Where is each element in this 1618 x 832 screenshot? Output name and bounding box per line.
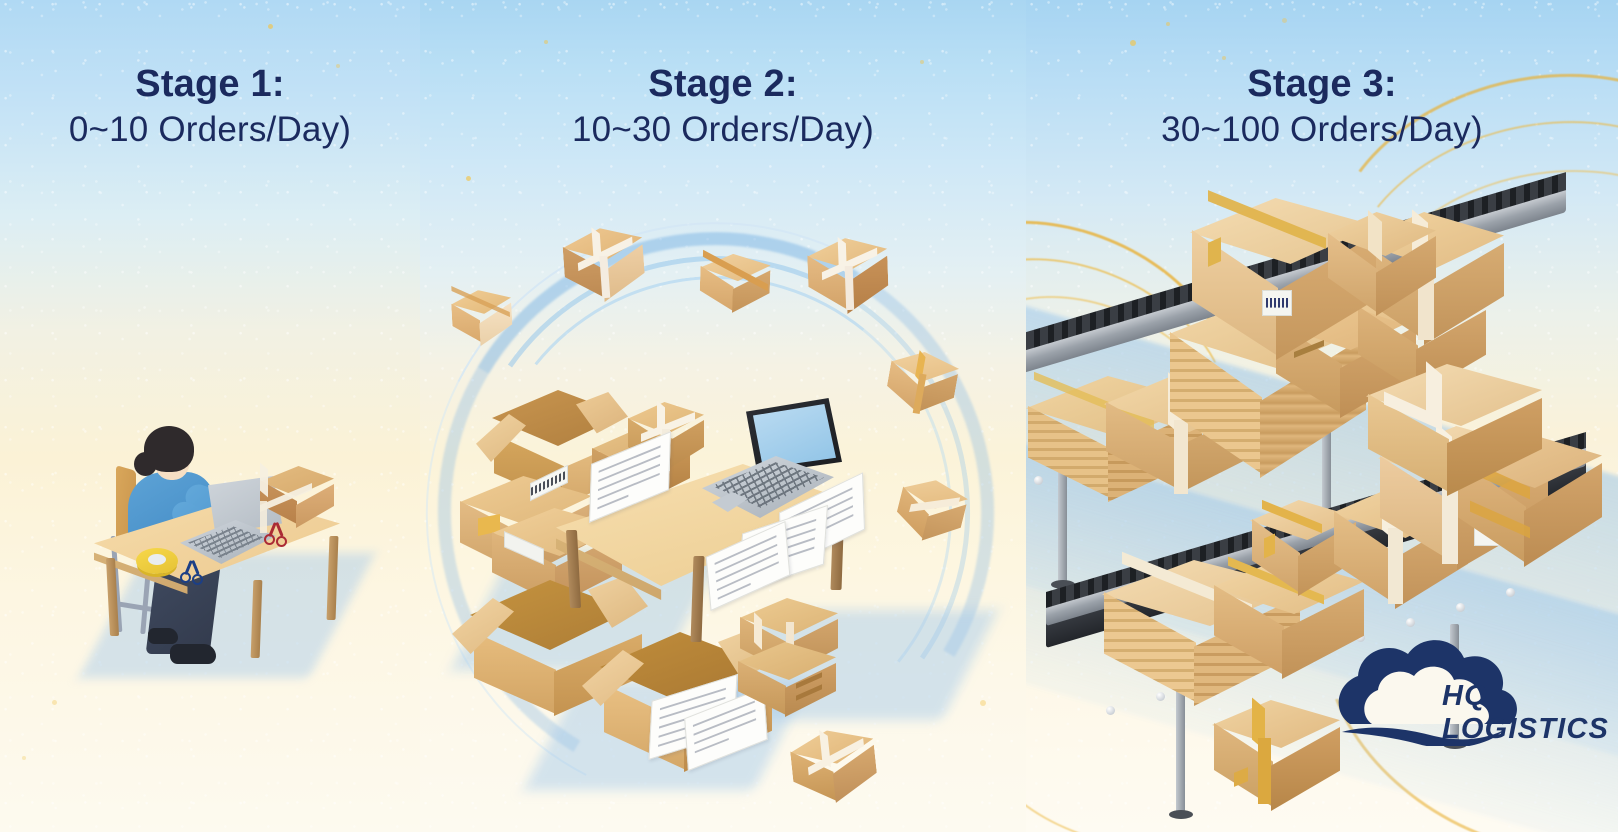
stage-1-illustration [78,408,376,688]
cloud-with-parcel-mark-icon [1338,640,1517,746]
conveyor-leg [1058,470,1067,582]
hero-carton [1190,190,1376,366]
stage-1-title: Stage 1: [135,63,285,105]
conveyor-leg [1322,406,1331,516]
stacked-carton [738,642,836,718]
floating-parcel [699,249,771,313]
stage-3-subtitle: 30~100 Orders/Day) [1161,110,1483,150]
red-scissors-icon [264,522,290,548]
rail-stud [1106,706,1115,715]
stage-3-title-block: Stage 3: 30~100 Orders/Day) [1026,62,1618,151]
floating-parcel [451,286,514,347]
panel-stage-1: Stage 1: 0~10 Orders/Day) [0,0,420,832]
rail-stud [1156,692,1165,701]
rail-stud [1406,618,1415,627]
rail-stud [1034,476,1043,485]
laptop-screen [753,404,836,468]
desk-parcel-box [260,462,334,533]
tape-roll-core [148,554,166,565]
panel-stage-3: Stage 3: 30~100 Orders/Day) [1026,0,1618,832]
hero-carton [1326,210,1436,316]
stage-1-title-block: Stage 1: 0~10 Orders/Day) [0,62,420,151]
floating-parcel [807,237,890,316]
stage-2-illustration [440,380,1000,810]
logo-text: HQ LOGISTICS [1442,680,1610,745]
stage-1-subtitle: 0~10 Orders/Day) [68,110,352,150]
stage-2-title-block: Stage 2: 10~30 Orders/Day) [420,62,1026,151]
stage-3-title: Stage 3: [1247,63,1397,105]
rail-stud [1456,603,1465,612]
rail-stud [1506,588,1515,597]
person-hair [144,426,194,472]
person-shoe [148,628,178,644]
panel-stage-2: Stage 2: 10~30 Orders/Day) [420,0,1026,832]
taped-carton [1366,361,1542,498]
loose-parcel [1212,697,1340,812]
conveyor-leg [1176,688,1185,812]
floating-parcel [562,225,647,304]
panel-1-background [0,0,420,832]
stage-2-subtitle: 10~30 Orders/Day) [571,110,874,150]
conveyor-foot [1051,580,1075,589]
conveyor-foot [1169,810,1193,819]
hq-logistics-logo[interactable]: HQ LOGISTICS [1326,628,1608,746]
person-shoe [170,644,216,664]
stage-2-title: Stage 2: [648,63,798,105]
blue-scissors-icon [180,560,206,586]
